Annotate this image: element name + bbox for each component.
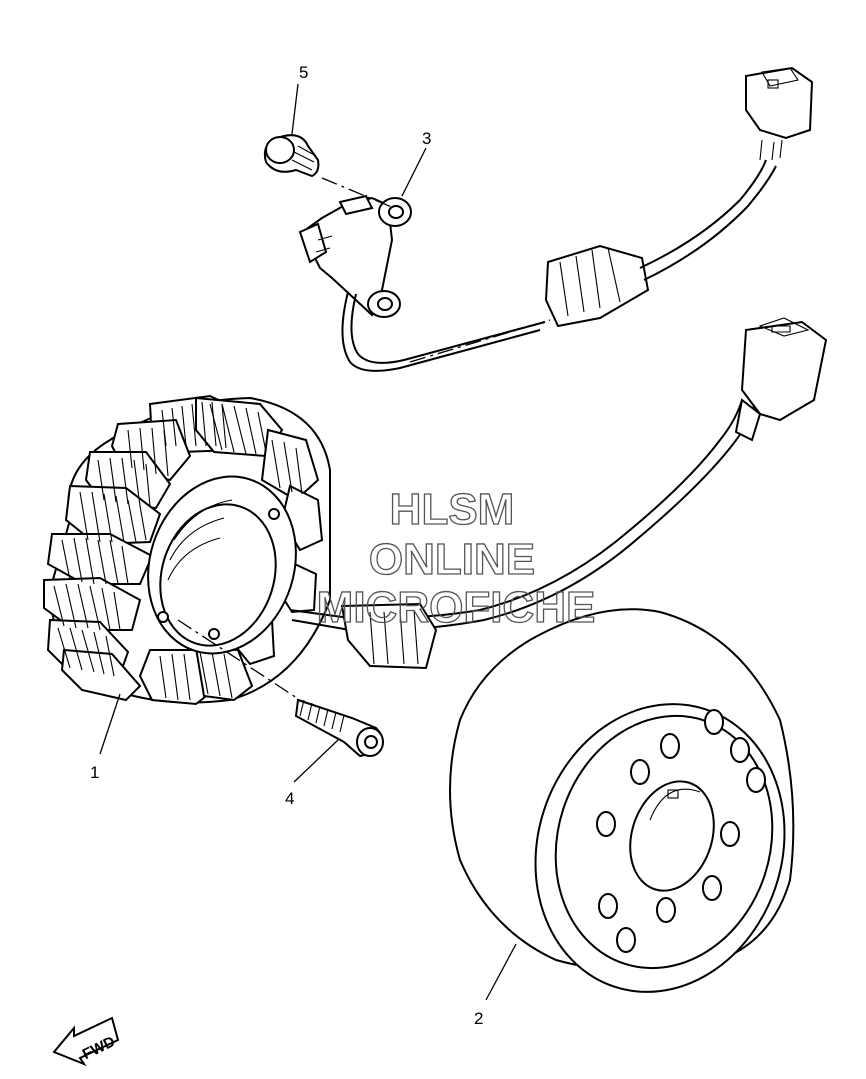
callout-1: 1 [90, 763, 99, 782]
callout-4: 4 [285, 789, 294, 808]
watermark-line-2: ONLINE [369, 535, 535, 584]
callout-2: 2 [474, 1009, 483, 1028]
leader-2 [485, 943, 517, 1001]
rotor-part-2 [449, 608, 795, 993]
centerline-bolt5 [321, 177, 395, 209]
centerline-screw4 [177, 619, 301, 701]
callout-3: 3 [422, 129, 431, 148]
fwd-arrow-icon: FWD [52, 1016, 120, 1067]
leader-4 [293, 739, 339, 783]
leader-5 [291, 83, 299, 135]
callout-5: 5 [299, 63, 308, 82]
bolt-part-5 [263, 134, 320, 178]
pickup-coil-part-3 [298, 66, 814, 372]
watermark-line-1: HLSM [390, 485, 515, 534]
leader-3 [401, 147, 427, 197]
centerline-wire3 [409, 319, 551, 363]
leader-1 [99, 693, 121, 755]
screw-part-4 [294, 698, 384, 758]
stator-part-1 [43, 317, 828, 706]
watermark-line-3: MICROFICHE [317, 583, 596, 632]
